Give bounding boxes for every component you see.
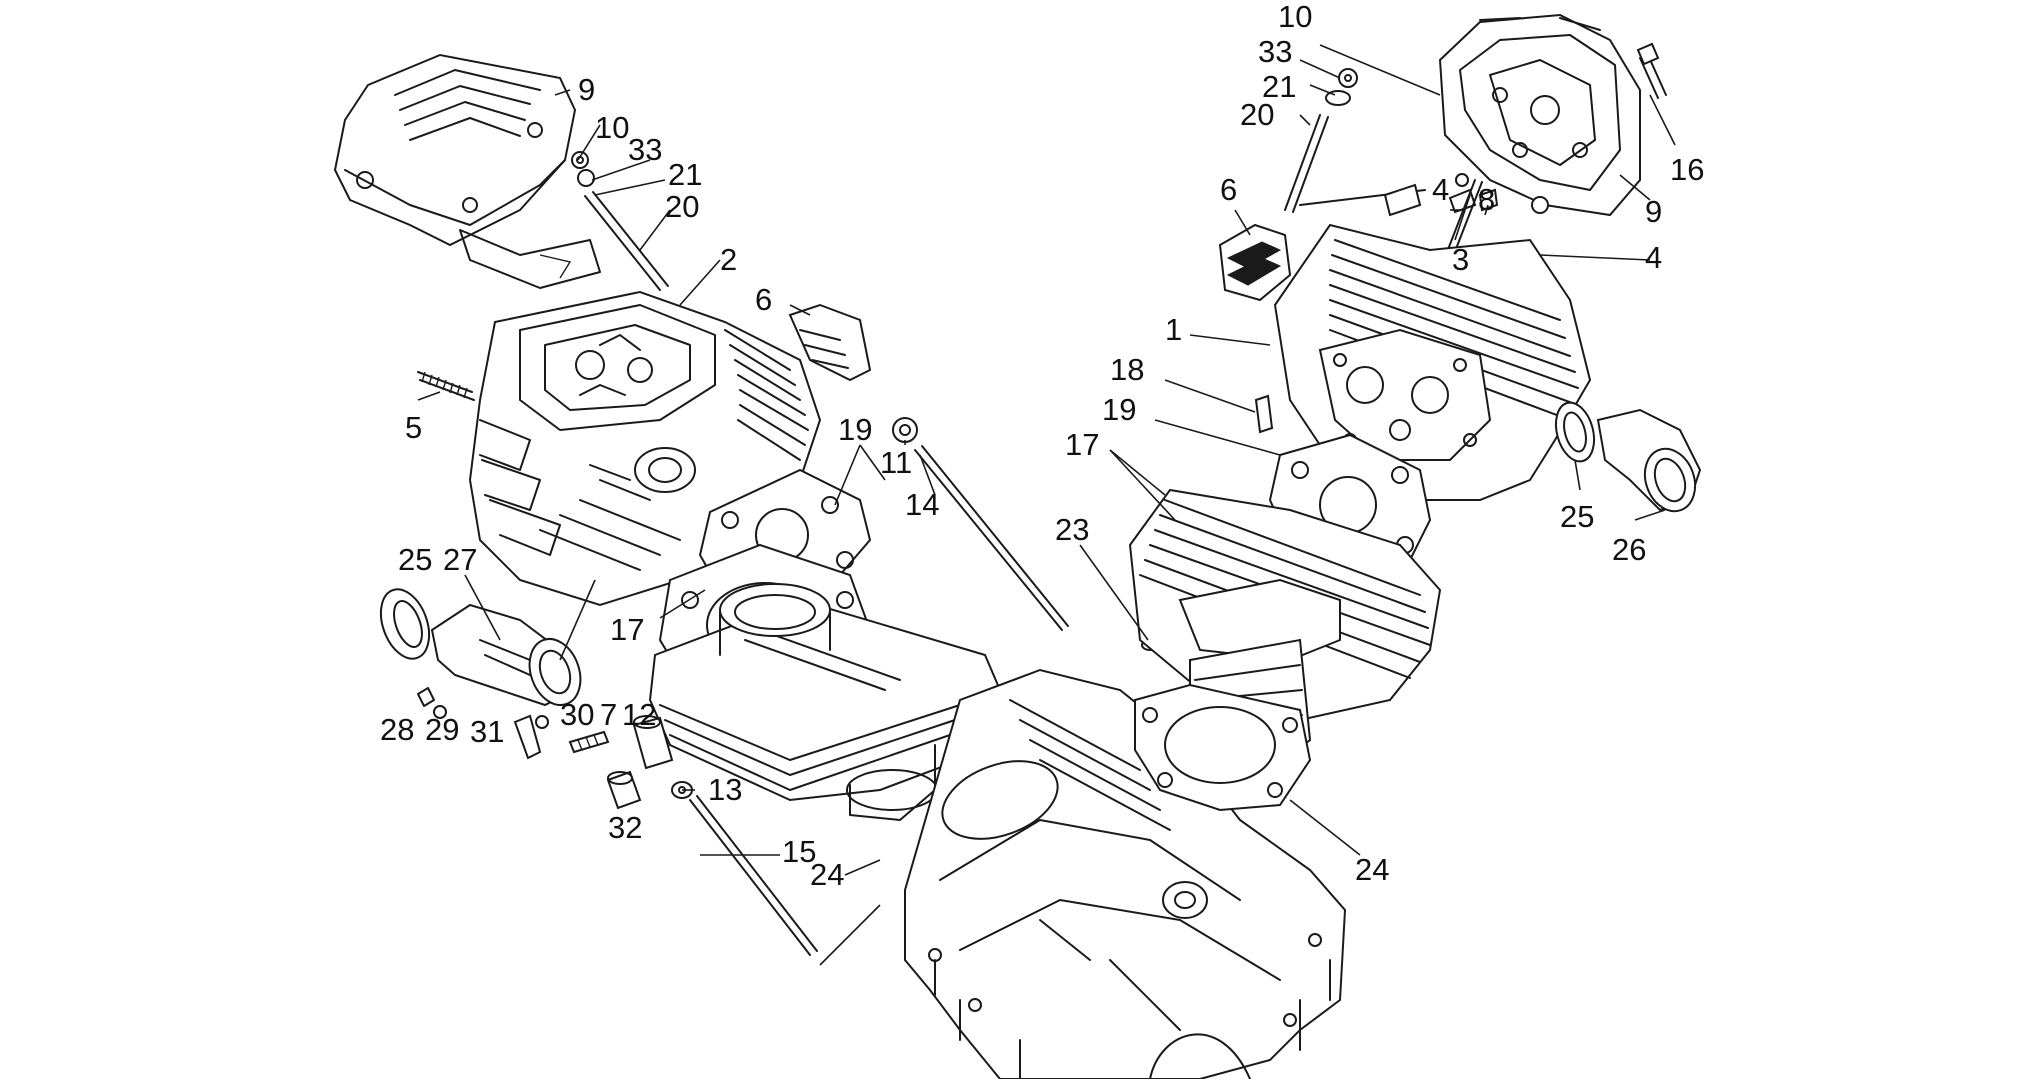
callout-33-right: 33 <box>1258 34 1292 69</box>
callout-4-top: 4 <box>1432 172 1449 207</box>
callout-1: 1 <box>1165 312 1182 347</box>
rocker-block-left <box>788 303 872 382</box>
callout-21-left: 21 <box>668 157 702 192</box>
callout-19-left: 19 <box>838 412 872 447</box>
valve-cover-right <box>1438 13 1641 217</box>
callout-29: 29 <box>425 712 459 747</box>
callout-27: 27 <box>443 542 477 577</box>
callout-20-left: 20 <box>665 189 699 224</box>
long-stud-15 <box>689 795 818 956</box>
callout-19-right: 19 <box>1102 392 1136 427</box>
small-parts-right-top <box>1299 173 1549 273</box>
callout-17-left: 17 <box>610 612 644 647</box>
callout-26: 26 <box>1612 532 1646 567</box>
callout-21-right: 21 <box>1262 69 1296 104</box>
callout-25-right: 25 <box>1560 499 1594 534</box>
dowel-18 <box>1254 394 1274 434</box>
callout-14: 14 <box>905 487 939 522</box>
stud-20-left <box>571 151 669 291</box>
callout-24-left: 24 <box>810 857 844 892</box>
base-gasket-right <box>1134 683 1312 812</box>
callout-24-right: 24 <box>1355 852 1389 887</box>
callout-33-left: 33 <box>628 132 662 167</box>
long-stud-14 <box>892 417 1069 631</box>
callout-15: 15 <box>782 834 816 869</box>
intake-manifold-right <box>1554 401 1702 513</box>
callout-11: 11 <box>880 445 912 480</box>
callout-8: 8 <box>1478 182 1495 217</box>
callout-32: 32 <box>608 810 642 845</box>
callout-30: 30 <box>560 697 594 732</box>
callout-2: 2 <box>720 242 737 277</box>
callout-10-right: 10 <box>1278 0 1312 34</box>
bolt-16 <box>1636 42 1667 99</box>
callout-25-left: 25 <box>398 542 432 577</box>
callout-28: 28 <box>380 712 414 747</box>
callout-4-right: 4 <box>1645 240 1662 275</box>
callout-23: 23 <box>1055 512 1089 547</box>
callout-12: 12 <box>622 697 656 732</box>
leader-lines <box>417 44 1676 966</box>
callout-16: 16 <box>1670 152 1704 187</box>
callout-18: 18 <box>1110 352 1144 387</box>
small-hardware-left <box>417 687 693 810</box>
callout-9-left: 9 <box>578 72 595 107</box>
callout-6-right: 6 <box>1220 172 1237 207</box>
intake-manifold-left <box>379 588 582 707</box>
callout-20-right: 20 <box>1240 97 1274 132</box>
callout-5: 5 <box>405 410 422 445</box>
stud-5 <box>417 371 475 401</box>
stud-20-right <box>1284 68 1358 213</box>
valve-cover-left <box>333 53 601 289</box>
callout-10-left: 10 <box>595 110 629 145</box>
callout-3: 3 <box>1452 242 1469 277</box>
callout-7: 7 <box>600 697 617 732</box>
callout-labels: 9 10 33 21 20 2 6 5 19 11 14 23 25 27 17… <box>380 0 1704 892</box>
callout-31: 31 <box>470 714 504 749</box>
callout-9-right: 9 <box>1645 194 1662 229</box>
rocker-block-right <box>1218 223 1292 302</box>
crankcase <box>904 668 1347 1079</box>
callout-17-right: 17 <box>1065 427 1099 462</box>
callout-6-left: 6 <box>755 282 772 317</box>
callout-13: 13 <box>708 772 742 807</box>
